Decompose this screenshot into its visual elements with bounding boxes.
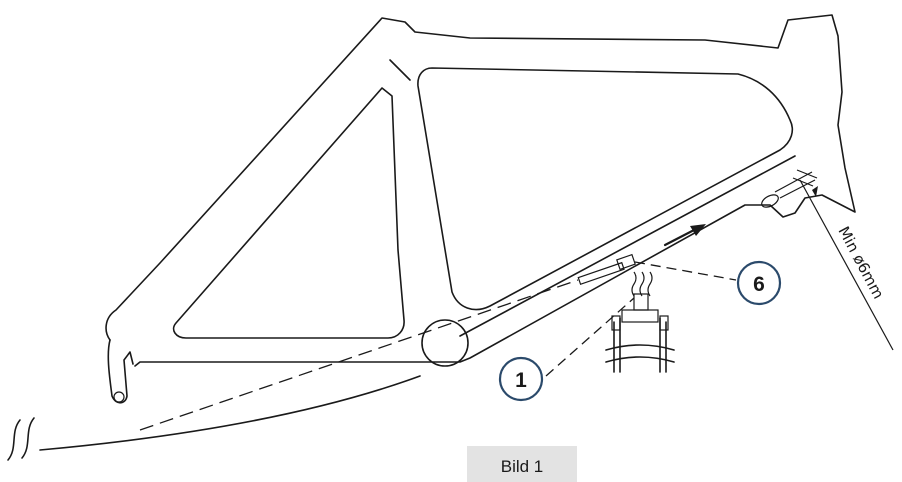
dimension-tick-a [792, 177, 814, 187]
bottom-bracket [421, 319, 469, 367]
frame-outline [105, 14, 856, 367]
cable-connector [616, 253, 636, 271]
rear-dropout [107, 339, 134, 404]
callout-6: 6 [736, 260, 782, 306]
caption: Bild 1 [501, 457, 544, 476]
down-tube-line [459, 155, 796, 337]
callout-1: 1 [498, 356, 544, 402]
cable-tool [577, 261, 625, 286]
callout-6-leader [634, 261, 737, 281]
dimension-tick-b [796, 169, 818, 179]
main-triangle-cutout [417, 67, 794, 311]
direction-arrow-shaft [663, 227, 698, 247]
callout-1-leader [545, 297, 635, 377]
cable-exit-hole [761, 194, 779, 208]
cable-guide-line-b [779, 179, 816, 199]
ground-line [39, 375, 421, 451]
svg-text:6: 6 [753, 273, 765, 296]
dropout-eyelet [113, 391, 125, 403]
svg-text:1: 1 [515, 369, 527, 392]
dimension-leader [799, 179, 894, 351]
heat-waves [631, 271, 653, 297]
cable-path-dashed [139, 279, 579, 431]
clamp-tool [605, 293, 675, 373]
direction-arrow-head [690, 224, 706, 236]
break-mark [7, 417, 35, 461]
caption-background [467, 446, 577, 482]
dimension-label: Min ø6mm [834, 223, 887, 302]
rear-triangle-cutout [172, 87, 405, 339]
top-tube-inner [389, 59, 411, 81]
cable-guide-line-a [774, 171, 813, 193]
dimension-arrow [812, 186, 818, 197]
